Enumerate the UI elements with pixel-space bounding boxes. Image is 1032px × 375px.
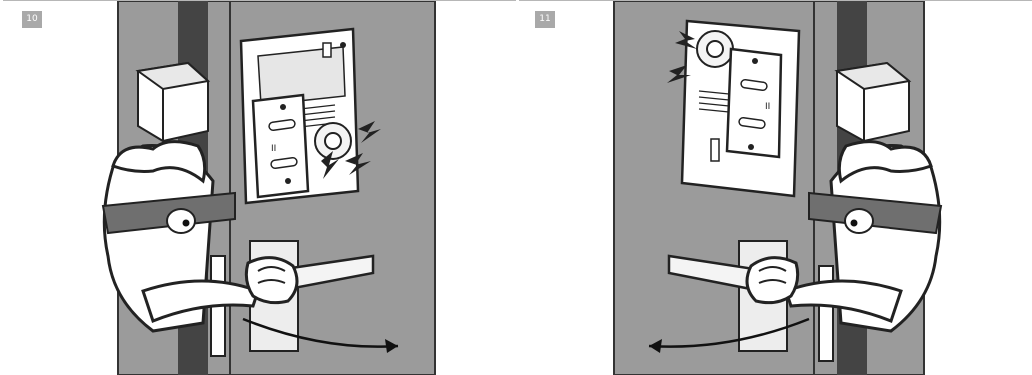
sensor-cover: II bbox=[251, 93, 310, 199]
step-number-badge: 10 bbox=[22, 11, 42, 28]
motion-arrow bbox=[648, 317, 810, 348]
svg-text:II: II bbox=[765, 102, 770, 112]
magnet-unit bbox=[135, 61, 211, 143]
step-panel-10: II bbox=[3, 0, 516, 375]
svg-text:II: II bbox=[271, 144, 276, 154]
motion-arrow bbox=[242, 317, 399, 348]
magnet-unit bbox=[834, 61, 912, 143]
alarm-bolts bbox=[667, 31, 697, 83]
step-10-illustration: II bbox=[101, 1, 436, 375]
thief-character bbox=[745, 140, 943, 333]
step-panel-11: II bbox=[519, 0, 1032, 375]
thief-character bbox=[101, 140, 299, 333]
step-number-badge: 11 bbox=[535, 11, 555, 28]
alarm-bolts bbox=[321, 121, 381, 179]
step-11-illustration: II bbox=[613, 1, 943, 375]
sensor-cover: II bbox=[725, 47, 783, 159]
